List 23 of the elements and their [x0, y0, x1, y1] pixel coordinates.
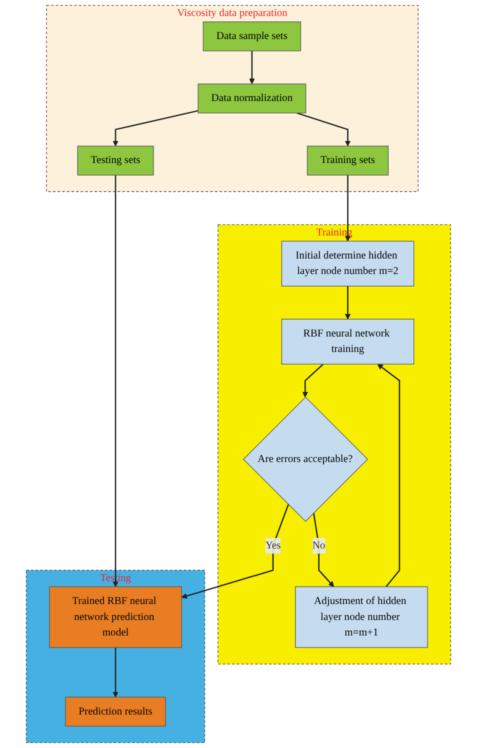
node-box: Prediction results [65, 696, 166, 727]
arrow [249, 50, 255, 84]
node-box: Initial determine hidden layer node number m=2 [281, 240, 414, 286]
edge-label: No [312, 540, 326, 552]
arrow [112, 110, 198, 146]
node-box: Data normalization [198, 84, 306, 114]
arrow [112, 175, 118, 588]
arrow [296, 112, 351, 146]
arrow [313, 512, 334, 588]
arrow [302, 364, 324, 398]
arrow [344, 175, 351, 242]
arrow [181, 504, 289, 599]
edge-label: Yes [265, 540, 281, 552]
node-box: Testing sets [77, 146, 154, 176]
node-diamond: Are errors acceptable? [242, 396, 368, 522]
arrow [344, 286, 351, 320]
arrow [112, 648, 118, 698]
node-box: Trained RBF neural network prediction model [49, 586, 182, 648]
node-box: Training sets [306, 146, 389, 176]
node-box: Adjustment of hidden layer node number m=m+1 [295, 586, 428, 648]
node-box: RBF neural network training [281, 318, 414, 364]
arrow [377, 364, 400, 588]
node-box: Data sample sets [202, 21, 302, 52]
